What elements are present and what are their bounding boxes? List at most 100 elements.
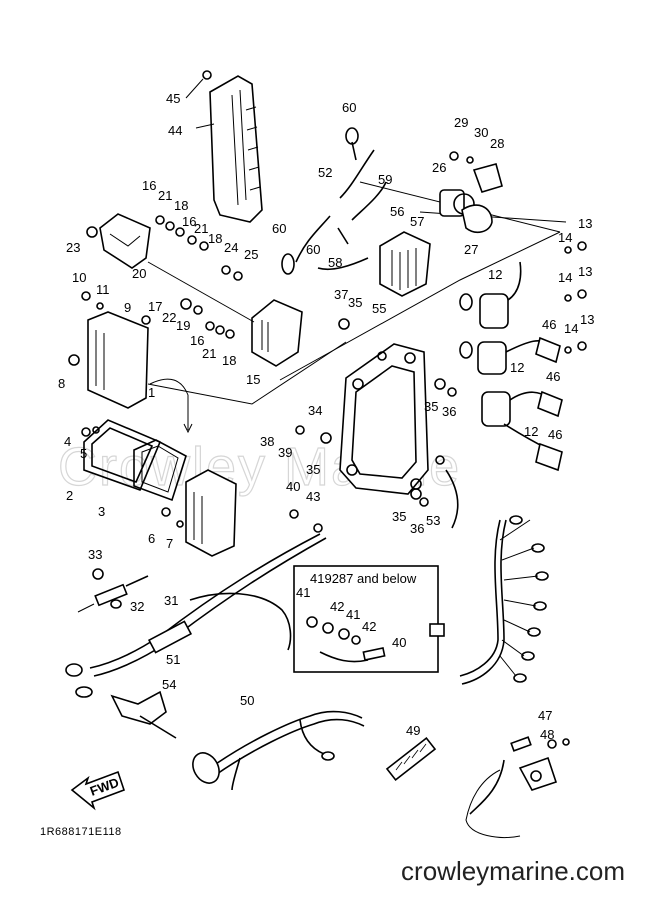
part-50-harness <box>192 710 365 791</box>
part-49-sleeve <box>385 736 437 782</box>
callout-21c: 21 <box>202 346 216 361</box>
callout-58: 58 <box>328 255 342 270</box>
callout-18c: 18 <box>222 353 236 368</box>
callout-25: 25 <box>244 247 258 262</box>
callout-60b: 60 <box>272 221 286 236</box>
callout-49: 49 <box>406 723 420 738</box>
callout-40a: 40 <box>286 479 300 494</box>
callout-31: 31 <box>164 593 178 608</box>
callout-44: 44 <box>168 123 182 138</box>
callout-46b: 46 <box>546 369 560 384</box>
callout-28: 28 <box>490 136 504 151</box>
callout-42b: 42 <box>362 619 376 634</box>
callout-45: 45 <box>166 91 180 106</box>
wire-leads-center <box>281 127 387 275</box>
part-28-clip <box>472 163 503 193</box>
part-26-relay <box>439 189 475 217</box>
part-51-harness <box>65 533 327 698</box>
site-url: crowleymarine.com <box>401 856 625 886</box>
callout-33: 33 <box>88 547 102 562</box>
part-1-cdi-lower <box>185 469 237 557</box>
part-47-48-switch <box>465 736 570 838</box>
callout-34: 34 <box>308 403 322 418</box>
part-31-32-sensor <box>77 568 149 613</box>
callout-17: 17 <box>148 299 162 314</box>
callout-9: 9 <box>124 300 131 315</box>
callout-7: 7 <box>166 536 173 551</box>
callout-24: 24 <box>224 240 238 255</box>
callout-2: 2 <box>66 488 73 503</box>
fwd-arrow: FWD <box>70 770 126 811</box>
callout-21a: 21 <box>158 188 172 203</box>
plate-fasteners <box>289 318 459 533</box>
callout-39: 39 <box>278 445 292 460</box>
callout-16c: 16 <box>190 333 204 348</box>
callout-16a: 16 <box>142 178 156 193</box>
callout-16b: 16 <box>182 214 196 229</box>
callout-6: 6 <box>148 531 155 546</box>
part-right-harness <box>429 515 549 685</box>
callout-35a: 35 <box>348 295 362 310</box>
callout-60a: 60 <box>342 100 356 115</box>
callout-3: 3 <box>98 504 105 519</box>
callout-51: 51 <box>166 652 180 667</box>
callout-40b: 40 <box>392 635 406 650</box>
part-55-block <box>379 231 431 297</box>
part-12-coil-top <box>459 261 522 329</box>
callout-12a: 12 <box>488 267 502 282</box>
callout-labels: 1 2 3 4 5 6 7 8 9 10 11 12 12 12 13 13 1… <box>58 91 594 742</box>
callout-13c: 13 <box>580 312 594 327</box>
part-13-14-bolts <box>564 241 587 354</box>
callout-43: 43 <box>306 489 320 504</box>
callout-36a: 36 <box>442 404 456 419</box>
inset-label: 419287 and below <box>310 571 417 586</box>
callout-29: 29 <box>454 115 468 130</box>
callout-38: 38 <box>260 434 274 449</box>
callout-13b: 13 <box>578 264 592 279</box>
callout-4: 4 <box>64 434 71 449</box>
callout-30: 30 <box>474 125 488 140</box>
callout-36b: 36 <box>410 521 424 536</box>
callout-35b: 35 <box>424 399 438 414</box>
callout-48: 48 <box>540 727 554 742</box>
callout-12c: 12 <box>524 424 538 439</box>
callout-5: 5 <box>80 446 87 461</box>
part-27-boot <box>461 204 493 234</box>
callout-52: 52 <box>318 165 332 180</box>
part-45-bolt <box>185 70 212 99</box>
small-fasteners-left <box>68 291 184 528</box>
callout-21b: 21 <box>194 221 208 236</box>
callout-46c: 46 <box>548 427 562 442</box>
callout-14b: 14 <box>558 270 572 285</box>
callout-18b: 18 <box>208 231 222 246</box>
callout-27: 27 <box>464 242 478 257</box>
part-washer-cluster <box>155 215 243 339</box>
callout-55: 55 <box>372 301 386 316</box>
callout-56: 56 <box>390 204 404 219</box>
part-54-bracket <box>110 690 177 739</box>
inset-box: 419287 and below <box>293 565 439 673</box>
callout-11: 11 <box>96 282 110 297</box>
callout-13a: 13 <box>578 216 592 231</box>
callout-46a: 46 <box>542 317 556 332</box>
callout-42a: 42 <box>330 599 344 614</box>
callout-20: 20 <box>132 266 146 281</box>
part-12-coil-bot <box>481 390 563 472</box>
callout-32: 32 <box>130 599 144 614</box>
callout-23: 23 <box>66 240 80 255</box>
callout-14c: 14 <box>564 321 578 336</box>
callout-19: 19 <box>176 318 190 333</box>
callout-50: 50 <box>240 693 254 708</box>
part-20-bracket <box>86 213 151 269</box>
callout-35d: 35 <box>392 509 406 524</box>
callout-37: 37 <box>334 287 348 302</box>
callout-53: 53 <box>426 513 440 528</box>
callout-26: 26 <box>432 160 446 175</box>
callout-41a: 41 <box>296 585 310 600</box>
callout-22: 22 <box>162 310 176 325</box>
part-12-coil-mid <box>459 336 561 375</box>
part-34-plate <box>339 343 429 495</box>
diagram-code: 1R688171E118 <box>40 826 122 838</box>
callout-8: 8 <box>58 376 65 391</box>
